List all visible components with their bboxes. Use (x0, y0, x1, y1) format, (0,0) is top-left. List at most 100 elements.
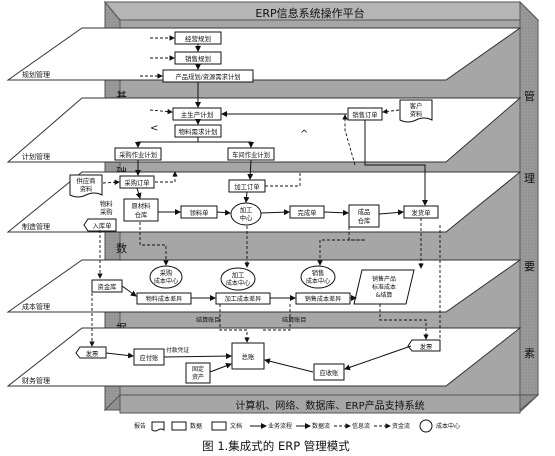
pcost-label-1: 采购 (160, 268, 173, 277)
arrow-so-ship (364, 120, 428, 206)
ar-label: 应收账 (320, 368, 340, 377)
legend-label-2: 文档 (230, 422, 242, 430)
side-right-3: 要 (524, 260, 535, 273)
sales-plan-label: 销售规划 (185, 54, 211, 63)
invoice2-label: 发票 (420, 342, 433, 351)
plane-label-manufacturing: 制造管理 (22, 222, 50, 231)
fixed-label-1: 固定 (192, 365, 204, 373)
center-label-1: 加工 (240, 205, 253, 214)
mrp-label: 物料需求计划 (179, 127, 218, 136)
dash-fg-scost (317, 239, 365, 266)
dash-bill-gl (219, 304, 250, 343)
side-right-2: 理 (524, 172, 535, 185)
arrow-ar-gl (264, 358, 314, 373)
purchase-cost-circle (149, 265, 183, 289)
arrow-ap-gl (163, 353, 232, 360)
arrow-wplan-porder (247, 159, 254, 180)
sales-cost-circle (300, 265, 336, 289)
dash-up-so (342, 114, 356, 166)
supplier-label-1: 供应商 (77, 176, 96, 185)
prcost-label-1: 加工 (232, 270, 245, 279)
dash-cust-so (382, 108, 400, 115)
prod-acct-shape (353, 269, 415, 305)
sales-cost-label: 销售成本差异 (305, 295, 342, 303)
invoice-doc (75, 346, 107, 359)
arrow-inv2-ar (344, 345, 412, 371)
mps-label: 主生产计划 (181, 110, 214, 119)
pcost-label-2: 成本中心 (154, 277, 178, 285)
figure-caption: 图 1.集成式的 ERP 管理模式 (202, 439, 350, 453)
side-left-1: 基 (116, 90, 127, 103)
side-right-1: 管 (524, 89, 535, 103)
legend-label-1: 数据 (190, 422, 202, 430)
prod-acct-label-2: 标准成本 (372, 283, 396, 291)
planning-nodes: 经营规划 销售规划 产品规划/资源需求计划 (162, 31, 254, 83)
bill-label-2: 结算账目 (282, 316, 306, 324)
mat-cost-label: 物料成本差异 (146, 295, 183, 303)
scost-label-1: 销售 (312, 268, 325, 277)
arrow-fg-ship (378, 209, 404, 216)
bottom-support-label: 计算机、网络、数据库、ERP产品支持系统 (235, 399, 424, 412)
stock-label: 资金库 (98, 282, 117, 291)
fixed-label-2: 资产 (192, 373, 204, 381)
plane-label-finance: 财务管理 (22, 376, 50, 385)
plane-label-cost: 成本管理 (22, 302, 50, 311)
plane-label-planning: 规划管理 (22, 70, 50, 79)
fg-label-2: 仓库 (358, 216, 371, 225)
product-plan-box (162, 69, 254, 83)
side-left-3: 数 (116, 242, 127, 255)
purchase-label-1: 物料 (100, 199, 113, 208)
arrow-issue-center (216, 209, 231, 216)
payment-label: 付款凭证 (166, 346, 189, 354)
supplier-label-2: 资料 (80, 184, 93, 193)
lt-mark: < (150, 123, 158, 134)
cost-nodes: 资金库 采购 成本中心 物料成本差异 加工 成本中心 加工成本差异 销售 成本中… (91, 265, 415, 324)
dash-po-right (265, 172, 301, 187)
prod-acct-label-1: 销售产品 (372, 275, 396, 283)
arrow-po-raw (135, 187, 142, 199)
process-cost-circle (220, 267, 256, 291)
legend-label-7: 成本中心 (436, 422, 460, 430)
dash-po-up (155, 171, 178, 183)
side-right-4: 素 (524, 347, 535, 360)
workshop-plan-label: 车间作业计划 (232, 150, 270, 159)
receive-doc (83, 218, 117, 232)
legend-doc-icon (151, 421, 165, 432)
purchase-label-2: 采购 (100, 207, 113, 216)
legend-doc2-icon (211, 421, 227, 431)
arrow-center-finish (260, 209, 290, 216)
receive-label: 入库单 (93, 221, 112, 230)
invoice-label: 发票 (86, 349, 99, 358)
finance-nodes: 发票 应付账 付款凭证 总账 固定 资产 应收账 发票 (75, 339, 441, 384)
legend-label-4: 数据流 (312, 422, 330, 430)
platform-title: ERP信息系统操作平台 (255, 6, 364, 20)
prcost-label-2: 成本中心 (226, 279, 250, 287)
process-order-label: 加工订单 (234, 182, 259, 191)
raw-warehouse-box (123, 198, 159, 222)
customer-doc (399, 99, 433, 123)
raw-label-2: 仓库 (135, 210, 148, 219)
legend-box-icon (171, 421, 187, 431)
arrow-fixed-gl (209, 362, 232, 373)
po-label: 采购订单 (124, 178, 149, 187)
prod-cost-label: 加工成本差异 (225, 295, 262, 303)
ar-box (313, 363, 345, 381)
arrow-mrp-workshop (198, 141, 254, 148)
process-center-circle (230, 202, 262, 226)
legend-label-0: 报告 (134, 422, 146, 430)
plane-label-plan: 计划管理 (22, 152, 50, 161)
invoice2-doc (407, 339, 441, 352)
scost-label-2: 成本中心 (306, 277, 330, 285)
fg-warehouse-box (348, 204, 380, 228)
legend-label-6: 资金流 (392, 422, 410, 430)
dash-in-mps (149, 108, 173, 115)
fg-label-1: 成品 (358, 207, 371, 216)
supplier-doc (69, 174, 103, 198)
business-plan-label: 经营规划 (185, 34, 211, 43)
arrow-stock-mat (121, 285, 137, 297)
sales-order-label: 销售订单 (352, 110, 377, 119)
manufacturing-nodes: 供应商 资料 采购订单 加工订单 物料 采购 入库单 原材料 仓库 领料单 加工… (69, 174, 439, 232)
dash-supplier-po (102, 179, 120, 185)
plan-nodes: 主生产计划 物料需求计划 采购作业计划 车间作业计划 销售订单 客户 资料 < … (114, 99, 433, 161)
